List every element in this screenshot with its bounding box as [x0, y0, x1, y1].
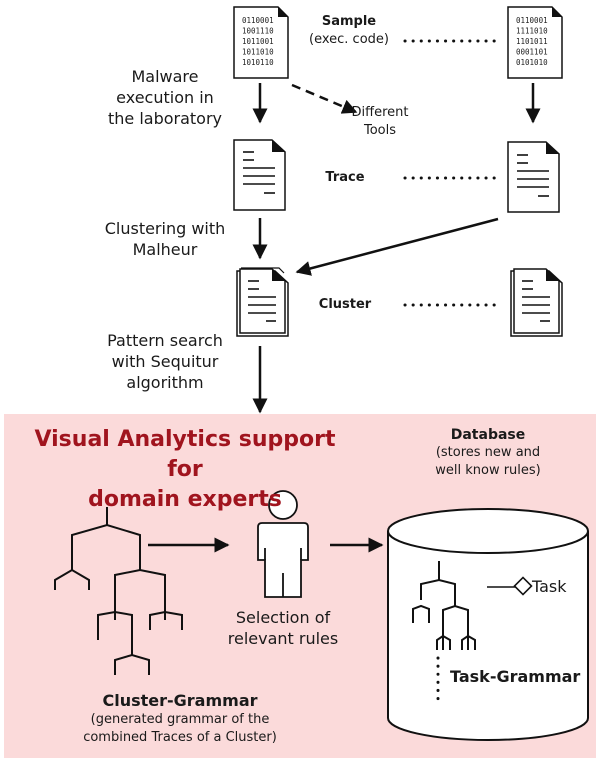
different-tools-line: Different — [351, 105, 409, 120]
trace-document-left-icon — [233, 139, 286, 211]
step-label-pattern-search: Pattern search with Sequitur algorithm — [80, 330, 250, 393]
va-title-line: domain experts — [88, 487, 282, 512]
step-label-line: with Sequitur — [111, 352, 219, 371]
visual-analytics-title: Visual Analytics support for domain expe… — [20, 425, 350, 515]
step-label-line: Pattern search — [107, 331, 223, 350]
binary-line: 1101011 — [516, 37, 548, 46]
binary-line: 1111010 — [516, 27, 548, 36]
task-grammar-label: Task-Grammar — [450, 667, 581, 686]
cluster-stack-right-icon — [510, 268, 563, 337]
different-tools-label: Different Tools — [330, 104, 430, 140]
trace-document-right-icon — [507, 141, 560, 213]
database-desc-line: well know rules) — [435, 463, 541, 478]
expert-caption: Selection of relevant rules — [213, 607, 353, 649]
expert-caption-line: Selection of — [235, 608, 331, 627]
step-label-line: the laboratory — [107, 109, 223, 128]
binary-line: 1011001 — [242, 37, 274, 46]
database-cylinder-icon — [387, 508, 589, 741]
task-grammar-tree-icon — [412, 561, 476, 650]
domain-expert-person-icon — [257, 490, 309, 598]
cluster-grammar-tree-icon — [54, 507, 183, 675]
database-label: Database (stores new and well know rules… — [408, 426, 568, 480]
binary-line: 0110001 — [242, 16, 274, 25]
step-label-line: Malware — [131, 67, 199, 86]
database-title: Database — [450, 427, 526, 443]
cluster-stack-left-icon — [236, 267, 289, 337]
sample-title: Sample — [321, 14, 377, 29]
va-title-line: Visual Analytics support for — [34, 427, 336, 482]
step-label-line: execution in — [116, 88, 214, 107]
task-label: Task — [532, 577, 567, 596]
different-tools-line: Tools — [363, 123, 397, 138]
expert-caption-line: relevant rules — [227, 629, 339, 648]
trace-label: Trace — [325, 170, 365, 185]
step-label-line: Malheur — [132, 240, 198, 259]
binary-line: 1010110 — [242, 58, 274, 67]
step-label-line: algorithm — [126, 373, 204, 392]
cluster-grammar-label: Cluster-Grammar (generated grammar of th… — [10, 690, 350, 747]
step-label-clustering: Clustering with Malheur — [80, 218, 250, 260]
cluster-grammar-title: Cluster-Grammar — [102, 691, 258, 710]
sample-label: Sample (exec. code) — [294, 13, 404, 49]
cluster-grammar-desc-line: (generated grammar of the — [90, 712, 270, 727]
cluster-grammar-desc-line: combined Traces of a Cluster) — [83, 730, 277, 745]
sample-subtitle: (exec. code) — [309, 32, 389, 47]
database-desc-line: (stores new and — [435, 445, 541, 460]
dashed-arrow-different-tools — [291, 83, 358, 114]
step-label-malware-execution: Malware execution in the laboratory — [90, 66, 240, 129]
step-label-line: Clustering with — [104, 219, 226, 238]
binary-line: 0001101 — [516, 48, 548, 57]
binary-line: 0101010 — [516, 58, 548, 67]
binary-line: 1001110 — [242, 27, 274, 36]
cluster-label: Cluster — [318, 297, 372, 312]
arrow-trace-right-to-cluster — [295, 217, 499, 276]
binary-line: 1011010 — [242, 48, 274, 57]
task-diamond-icon — [513, 576, 533, 596]
binary-line: 0110001 — [516, 16, 548, 25]
